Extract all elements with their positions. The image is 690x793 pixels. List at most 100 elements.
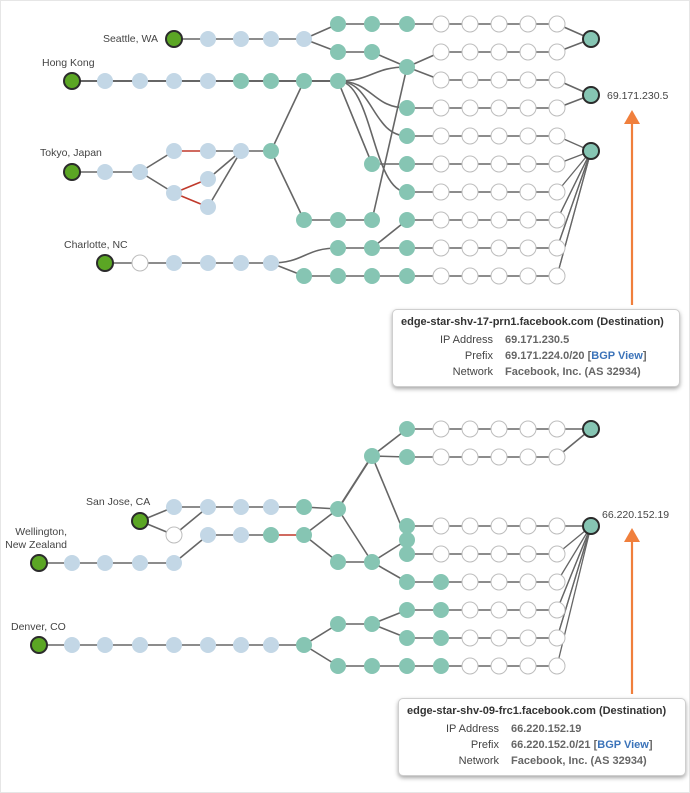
- unknown-node[interactable]: [432, 15, 450, 33]
- unknown-node[interactable]: [461, 71, 479, 89]
- unknown-node[interactable]: [490, 420, 508, 438]
- unknown-node[interactable]: [432, 545, 450, 563]
- transit-node[interactable]: [97, 164, 113, 180]
- facebook-node[interactable]: [330, 501, 346, 517]
- source-node[interactable]: [63, 163, 81, 181]
- transit-node[interactable]: [233, 255, 249, 271]
- transit-node[interactable]: [166, 185, 182, 201]
- unknown-node[interactable]: [519, 517, 537, 535]
- facebook-node[interactable]: [399, 602, 415, 618]
- unknown-node[interactable]: [461, 127, 479, 145]
- unknown-node[interactable]: [490, 239, 508, 257]
- bgp-view-link[interactable]: BGP View: [591, 350, 643, 362]
- unknown-node[interactable]: [519, 183, 537, 201]
- unknown-node[interactable]: [490, 601, 508, 619]
- unknown-node[interactable]: [461, 629, 479, 647]
- facebook-node[interactable]: [433, 658, 449, 674]
- facebook-node[interactable]: [330, 44, 346, 60]
- transit-node[interactable]: [233, 637, 249, 653]
- unknown-node[interactable]: [432, 448, 450, 466]
- unknown-node[interactable]: [432, 211, 450, 229]
- unknown-node[interactable]: [432, 155, 450, 173]
- facebook-node[interactable]: [364, 16, 380, 32]
- source-node[interactable]: [165, 30, 183, 48]
- facebook-node[interactable]: [399, 630, 415, 646]
- unknown-node[interactable]: [519, 545, 537, 563]
- facebook-node[interactable]: [296, 212, 312, 228]
- unknown-node[interactable]: [461, 267, 479, 285]
- transit-node[interactable]: [166, 255, 182, 271]
- unknown-node[interactable]: [461, 420, 479, 438]
- transit-node[interactable]: [200, 199, 216, 215]
- unknown-node[interactable]: [490, 211, 508, 229]
- facebook-node[interactable]: [399, 59, 415, 75]
- unknown-node[interactable]: [432, 99, 450, 117]
- unknown-node[interactable]: [461, 448, 479, 466]
- facebook-node[interactable]: [330, 16, 346, 32]
- unknown-node[interactable]: [548, 15, 566, 33]
- transit-node[interactable]: [200, 255, 216, 271]
- transit-node[interactable]: [200, 637, 216, 653]
- unknown-node[interactable]: [461, 239, 479, 257]
- facebook-node[interactable]: [330, 240, 346, 256]
- unknown-node[interactable]: [548, 211, 566, 229]
- destination-node[interactable]: [582, 420, 600, 438]
- unknown-node[interactable]: [490, 448, 508, 466]
- transit-node[interactable]: [166, 637, 182, 653]
- transit-node[interactable]: [97, 73, 113, 89]
- facebook-node[interactable]: [399, 546, 415, 562]
- facebook-node[interactable]: [330, 268, 346, 284]
- unknown-node[interactable]: [432, 517, 450, 535]
- unknown-node[interactable]: [519, 448, 537, 466]
- unknown-node[interactable]: [519, 601, 537, 619]
- unknown-node[interactable]: [461, 657, 479, 675]
- transit-node[interactable]: [64, 555, 80, 571]
- unknown-node[interactable]: [548, 448, 566, 466]
- unknown-node[interactable]: [432, 239, 450, 257]
- unknown-node[interactable]: [519, 127, 537, 145]
- unknown-node[interactable]: [519, 211, 537, 229]
- unknown-node[interactable]: [548, 71, 566, 89]
- facebook-node[interactable]: [364, 44, 380, 60]
- transit-node[interactable]: [132, 555, 148, 571]
- facebook-node[interactable]: [364, 268, 380, 284]
- facebook-node[interactable]: [399, 658, 415, 674]
- transit-node[interactable]: [233, 31, 249, 47]
- unknown-node[interactable]: [490, 99, 508, 117]
- source-node[interactable]: [63, 72, 81, 90]
- facebook-node[interactable]: [263, 73, 279, 89]
- unknown-node[interactable]: [519, 629, 537, 647]
- transit-node[interactable]: [263, 31, 279, 47]
- facebook-node[interactable]: [399, 574, 415, 590]
- transit-node[interactable]: [132, 637, 148, 653]
- transit-node[interactable]: [64, 637, 80, 653]
- unknown-node[interactable]: [490, 517, 508, 535]
- unknown-node[interactable]: [490, 127, 508, 145]
- facebook-node[interactable]: [233, 73, 249, 89]
- destination-node[interactable]: [582, 30, 600, 48]
- facebook-node[interactable]: [330, 73, 346, 89]
- unknown-node[interactable]: [490, 15, 508, 33]
- facebook-node[interactable]: [296, 637, 312, 653]
- transit-node[interactable]: [166, 73, 182, 89]
- facebook-node[interactable]: [433, 574, 449, 590]
- transit-node[interactable]: [200, 31, 216, 47]
- transit-node[interactable]: [263, 637, 279, 653]
- unknown-node[interactable]: [461, 211, 479, 229]
- unknown-node[interactable]: [548, 517, 566, 535]
- facebook-node[interactable]: [330, 212, 346, 228]
- source-node[interactable]: [30, 636, 48, 654]
- unknown-node[interactable]: [519, 15, 537, 33]
- transit-node[interactable]: [97, 555, 113, 571]
- unknown-node[interactable]: [548, 420, 566, 438]
- unknown-node[interactable]: [548, 573, 566, 591]
- unknown-node[interactable]: [490, 545, 508, 563]
- unknown-node[interactable]: [490, 573, 508, 591]
- transit-node[interactable]: [166, 555, 182, 571]
- unknown-node[interactable]: [461, 517, 479, 535]
- unknown-node[interactable]: [519, 420, 537, 438]
- transit-node[interactable]: [97, 637, 113, 653]
- unknown-node[interactable]: [548, 239, 566, 257]
- facebook-node[interactable]: [364, 658, 380, 674]
- unknown-node[interactable]: [432, 420, 450, 438]
